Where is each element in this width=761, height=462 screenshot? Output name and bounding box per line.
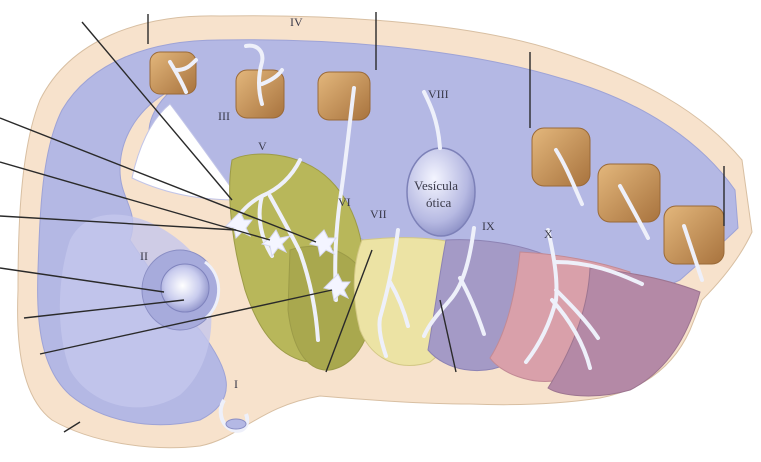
- label-nerve-iv: IV: [290, 15, 303, 29]
- somite-1: [150, 52, 196, 94]
- olfactory-pit: [226, 419, 246, 429]
- somite-3: [318, 72, 370, 120]
- label-nerve-viii: VIII: [428, 87, 449, 101]
- label-nerve-vi: VI: [338, 195, 351, 209]
- label-nerve-vii: VII: [370, 207, 387, 221]
- label-otic-vesicle-1: Vesícula: [414, 178, 458, 193]
- label-nerve-v: V: [258, 139, 267, 153]
- label-nerve-x: X: [544, 227, 553, 241]
- label-nerve-ix: IX: [482, 219, 495, 233]
- label-nerve-iii: III: [218, 109, 230, 123]
- label-nerve-i: I: [234, 377, 238, 391]
- somite-5: [598, 164, 660, 222]
- label-nerve-ii: II: [140, 249, 148, 263]
- label-otic-vesicle-2: ótica: [426, 195, 451, 210]
